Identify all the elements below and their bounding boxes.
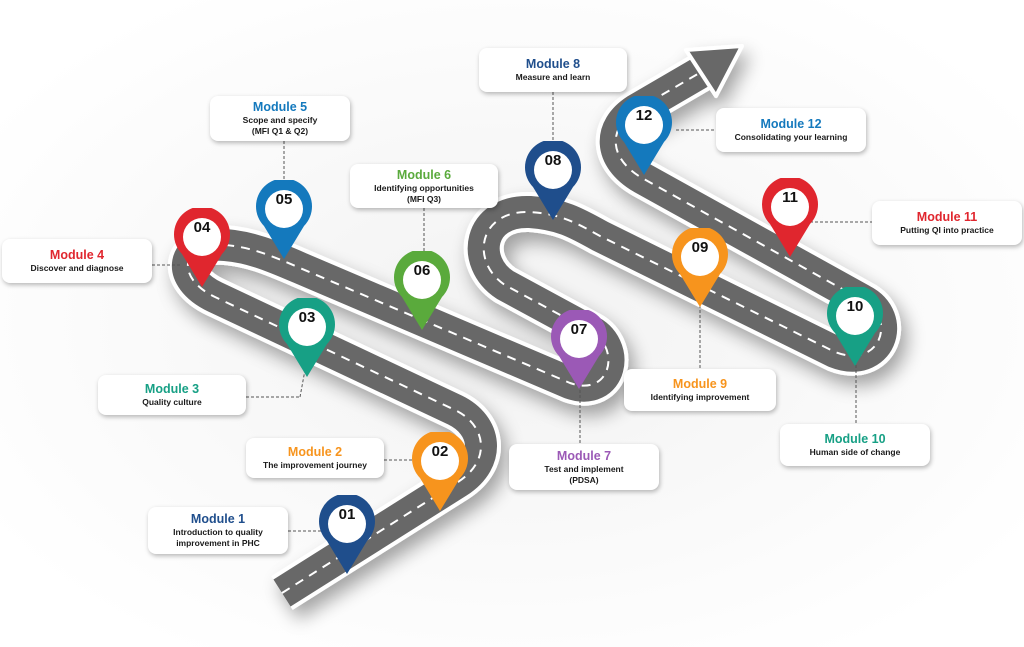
module-title: Module 11 bbox=[916, 210, 978, 224]
map-marker-icon: 11 bbox=[761, 176, 819, 258]
pin-number: 06 bbox=[413, 262, 431, 279]
module-desc: (MFI Q1 & Q2) bbox=[251, 126, 309, 136]
pin-center bbox=[836, 297, 874, 335]
map-marker-icon: 04 bbox=[173, 206, 231, 288]
module-desc: Introduction to quality bbox=[173, 527, 263, 537]
module-desc: Scope and specify bbox=[242, 115, 318, 125]
pin-number: 07 bbox=[570, 321, 588, 338]
module-card-1: Module 1 Introduction to quality improve… bbox=[148, 507, 288, 554]
pin-center bbox=[771, 188, 809, 226]
module-title: Module 3 bbox=[144, 382, 200, 396]
pin-number: 09 bbox=[691, 239, 709, 256]
module-card-6: Module 6 Identifying opportunities (MFI … bbox=[350, 164, 498, 208]
pin-center bbox=[403, 261, 441, 299]
module-title: Module 7 bbox=[556, 448, 612, 463]
module-card-4: Module 4 Discover and diagnose bbox=[2, 239, 152, 283]
module-desc: Identifying improvement bbox=[650, 392, 750, 402]
module-desc: Test and implement bbox=[544, 463, 624, 474]
map-marker-icon: 03 bbox=[278, 296, 336, 378]
module-card-9: Module 9 Identifying improvement bbox=[624, 369, 776, 411]
pin-center bbox=[560, 320, 598, 358]
pin-number: 04 bbox=[193, 219, 211, 236]
pin-center bbox=[625, 106, 663, 144]
module-desc: Measure and learn bbox=[515, 72, 591, 82]
module-desc: Putting QI into practice bbox=[900, 225, 994, 235]
module-title: Module 2 bbox=[287, 445, 343, 459]
module-desc: improvement in PHC bbox=[176, 538, 260, 548]
module-card-5: Module 5 Scope and specify (MFI Q1 & Q2) bbox=[210, 96, 350, 141]
module-card-7: Module 7 Test and implement (PDSA) bbox=[509, 444, 659, 490]
pin-number: 10 bbox=[846, 298, 864, 315]
pin-center bbox=[183, 218, 221, 256]
map-marker-icon: 01 bbox=[318, 493, 376, 575]
map-marker-icon: 07 bbox=[550, 308, 608, 390]
module-title: Module 1 bbox=[190, 512, 246, 526]
pin-center bbox=[534, 151, 572, 189]
pin-center bbox=[421, 442, 459, 480]
module-card-2: Module 2 The improvement journey bbox=[246, 438, 384, 478]
leader-lines bbox=[152, 92, 872, 532]
pin-number: 12 bbox=[635, 107, 653, 124]
pin-center bbox=[265, 190, 303, 228]
leader-line bbox=[299, 369, 306, 398]
pin-number: 02 bbox=[431, 443, 449, 460]
module-title: Module 10 bbox=[824, 432, 886, 446]
module-card-12: Module 12 Consolidating your learning bbox=[716, 108, 866, 152]
module-title: Module 6 bbox=[396, 167, 452, 182]
map-marker-icon: 05 bbox=[255, 178, 313, 260]
arrow-head-icon bbox=[684, 44, 744, 98]
map-marker-icon: 06 bbox=[393, 249, 451, 331]
pin-number: 03 bbox=[298, 309, 316, 326]
module-desc: Quality culture bbox=[142, 397, 202, 407]
module-title: Module 12 bbox=[760, 117, 822, 131]
module-desc: Identifying opportunities bbox=[374, 182, 474, 193]
module-desc: Discover and diagnose bbox=[30, 263, 124, 273]
module-card-11: Module 11 Putting QI into practice bbox=[872, 201, 1022, 245]
module-title: Module 5 bbox=[252, 100, 308, 114]
module-desc: Human side of change bbox=[809, 447, 901, 457]
module-title: Module 8 bbox=[525, 57, 581, 71]
module-card-8: Module 8 Measure and learn bbox=[479, 48, 627, 92]
module-card-10: Module 10 Human side of change bbox=[780, 424, 930, 466]
pin-number: 11 bbox=[782, 189, 798, 206]
map-marker-icon: 10 bbox=[826, 285, 884, 367]
module-card-3: Module 3 Quality culture bbox=[98, 375, 246, 415]
module-desc: The improvement journey bbox=[263, 460, 367, 470]
pin-center bbox=[681, 238, 719, 276]
module-desc: Consolidating your learning bbox=[734, 132, 848, 142]
map-marker-icon: 02 bbox=[411, 430, 469, 512]
pin-number: 01 bbox=[338, 506, 356, 523]
pin-center bbox=[328, 505, 366, 543]
pin-center bbox=[288, 308, 326, 346]
map-marker-icon: 12 bbox=[615, 94, 673, 176]
pin-number: 08 bbox=[544, 152, 562, 169]
module-title: Module 9 bbox=[672, 377, 728, 391]
module-desc: (PDSA) bbox=[569, 474, 599, 485]
module-title: Module 4 bbox=[49, 248, 105, 262]
map-marker-icon: 09 bbox=[671, 226, 729, 308]
module-desc: (MFI Q3) bbox=[407, 193, 441, 204]
pin-number: 05 bbox=[275, 191, 293, 208]
map-marker-icon: 08 bbox=[524, 139, 582, 221]
